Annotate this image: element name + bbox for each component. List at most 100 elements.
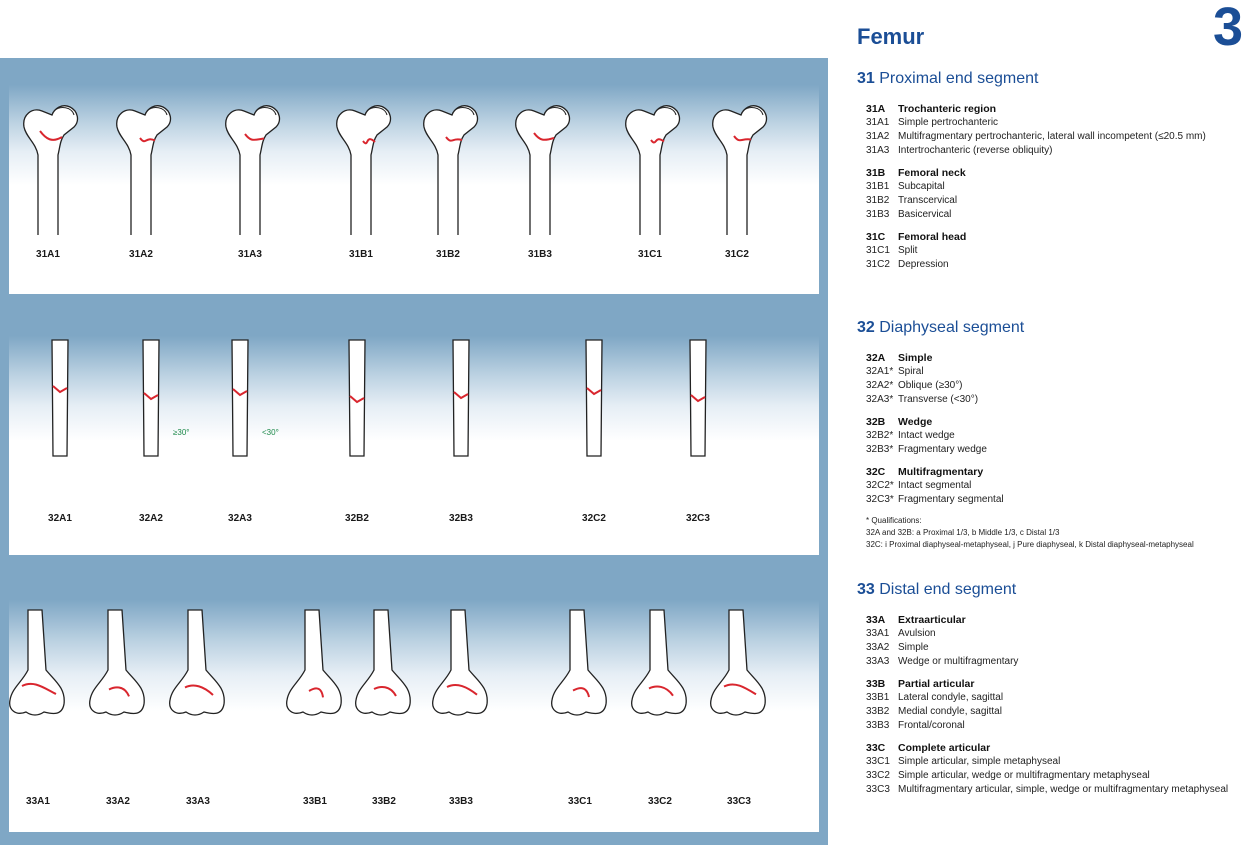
bone-illustration: [348, 339, 366, 457]
figure-label: 33B1: [303, 796, 327, 807]
group-heading: 33A Extraarticular: [866, 613, 1237, 627]
figure-label: 32A3: [228, 513, 252, 524]
list-item: 33C2 Simple articular, wedge or multifrag…: [866, 769, 1237, 783]
bone-illustration: [432, 609, 488, 716]
group-name: Multifragmentary: [898, 466, 984, 478]
bone-illustration: [712, 105, 768, 235]
group-code: 33B: [866, 678, 886, 690]
figure-31b2: 31B2: [408, 85, 488, 260]
group-name: Femoral neck: [898, 167, 966, 179]
item-code: 32B2*: [866, 430, 894, 441]
figure-31b1: 31B1: [321, 85, 401, 260]
group-heading: 31B Femoral neck: [866, 166, 1237, 180]
item-code: 33C2: [866, 770, 890, 781]
bone-illustration: [23, 105, 79, 235]
list-item: 31C2 Depression: [866, 258, 1237, 272]
item-code: 32A2*: [866, 380, 894, 391]
figure-label: 33C3: [727, 796, 751, 807]
item-code: 31B2: [866, 195, 890, 206]
group-code: 31B: [866, 167, 886, 179]
bone-illustration: [286, 609, 342, 716]
item-description: Simple pertrochanteric: [898, 117, 999, 128]
figure-label: 31B1: [349, 249, 373, 260]
item-description: Simple articular, wedge or multifragment…: [898, 770, 1150, 781]
figure-31a3: 31A3: [210, 85, 290, 260]
item-code: 31A1: [866, 117, 890, 128]
figure-33c2: 33C2: [620, 600, 700, 807]
section-number: 33: [857, 581, 875, 598]
figure-label: 32A2: [139, 513, 163, 524]
item-code: 32A3*: [866, 394, 894, 405]
group-code: 33C: [866, 742, 886, 754]
list-item: 31B1 Subcapital: [866, 180, 1237, 194]
angle-annotation: ≥30°: [173, 428, 190, 437]
group-code: 33A: [866, 614, 886, 626]
qualification-line: 32C: i Proximal diaphyseal-metaphyseal, …: [866, 540, 1194, 549]
group-code: 31C: [866, 231, 886, 243]
item-description: Lateral condyle, sagittal: [898, 692, 1004, 703]
list-item: 32C2*Intact segmental: [866, 479, 1237, 493]
group-code: 31A: [866, 103, 886, 115]
list-item: 32C3*Fragmentary segmental: [866, 493, 1237, 507]
item-code: 32C2*: [866, 480, 894, 491]
figure-label: 32B3: [449, 513, 473, 524]
item-description: Depression: [898, 259, 949, 270]
figure-label: 31A3: [238, 249, 262, 260]
item-code: 31C1: [866, 245, 890, 256]
figure-32a1: 32A1: [20, 336, 100, 524]
figure-label: 33B2: [372, 796, 396, 807]
list-item: 32A1*Spiral: [866, 365, 1237, 379]
figure-label: 32A1: [48, 513, 72, 524]
group-name: Simple: [898, 352, 933, 364]
figure-32c3: 32C3: [658, 336, 738, 524]
item-description: Simple articular, simple metaphyseal: [898, 756, 1061, 767]
figure-label: 31A2: [129, 249, 153, 260]
item-description: Subcapital: [898, 181, 945, 192]
figure-label: 32C3: [686, 513, 710, 524]
bone-illustration: [9, 609, 65, 716]
figure-31a2: 31A2: [101, 85, 181, 260]
figure-33a1: 33A1: [0, 600, 78, 807]
figure-33b3: 33B3: [421, 600, 501, 807]
group-name: Extraarticular: [898, 614, 966, 626]
item-code: 31C2: [866, 259, 890, 270]
list-item: 32B2*Intact wedge: [866, 429, 1237, 443]
bone-illustration: [231, 339, 249, 457]
item-description: Basicervical: [898, 209, 952, 220]
item-description: Wedge or multifragmentary: [898, 656, 1019, 667]
group-code: 32B: [866, 416, 886, 428]
figure-33b1: 33B1: [275, 600, 355, 807]
item-code: 33B2: [866, 706, 890, 717]
group-heading: 32B Wedge: [866, 415, 1237, 429]
item-code: 33A1: [866, 628, 890, 639]
bone-illustration: [116, 105, 172, 235]
item-description: Frontal/coronal: [898, 720, 965, 731]
figure-31c1: 31C1: [610, 85, 690, 260]
item-code: 31B3: [866, 209, 890, 220]
bone-illustration: [452, 339, 470, 457]
figure-label: 33C1: [568, 796, 592, 807]
group-name: Wedge: [898, 416, 933, 428]
section-name: Proximal end segment: [874, 70, 1039, 87]
figure-label: 33A1: [26, 796, 50, 807]
item-code: 31B1: [866, 181, 890, 192]
group-name: Partial articular: [898, 678, 975, 690]
bone-illustration: [355, 609, 411, 716]
